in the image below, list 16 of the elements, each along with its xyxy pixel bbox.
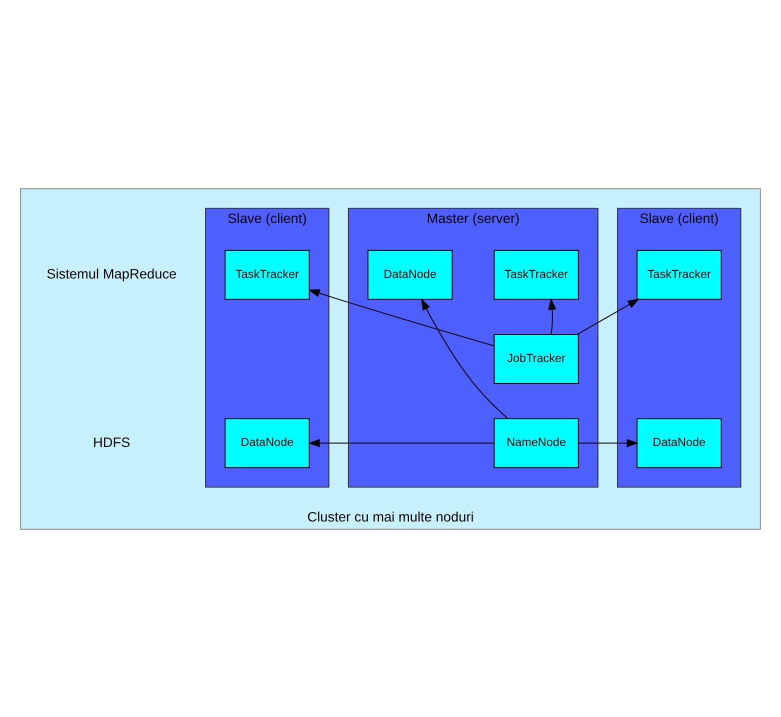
node-box: DataNode <box>636 418 722 468</box>
node-box: DataNode <box>368 249 453 300</box>
node-box: TaskTracker <box>494 249 579 300</box>
arrow <box>576 298 640 334</box>
arrow <box>548 298 556 334</box>
node-box: TaskTracker <box>636 249 722 300</box>
label: HDFS <box>92 434 130 450</box>
node-box: TaskTracker <box>224 249 310 300</box>
node-box: JobTracker <box>494 334 579 384</box>
arrow <box>578 438 639 447</box>
node-box: DataNode <box>224 418 310 468</box>
node-box: NameNode <box>494 418 579 468</box>
label: Sistemul MapReduce <box>46 266 177 281</box>
arrow <box>421 298 508 419</box>
arrow <box>308 438 495 447</box>
arrow <box>308 288 495 346</box>
